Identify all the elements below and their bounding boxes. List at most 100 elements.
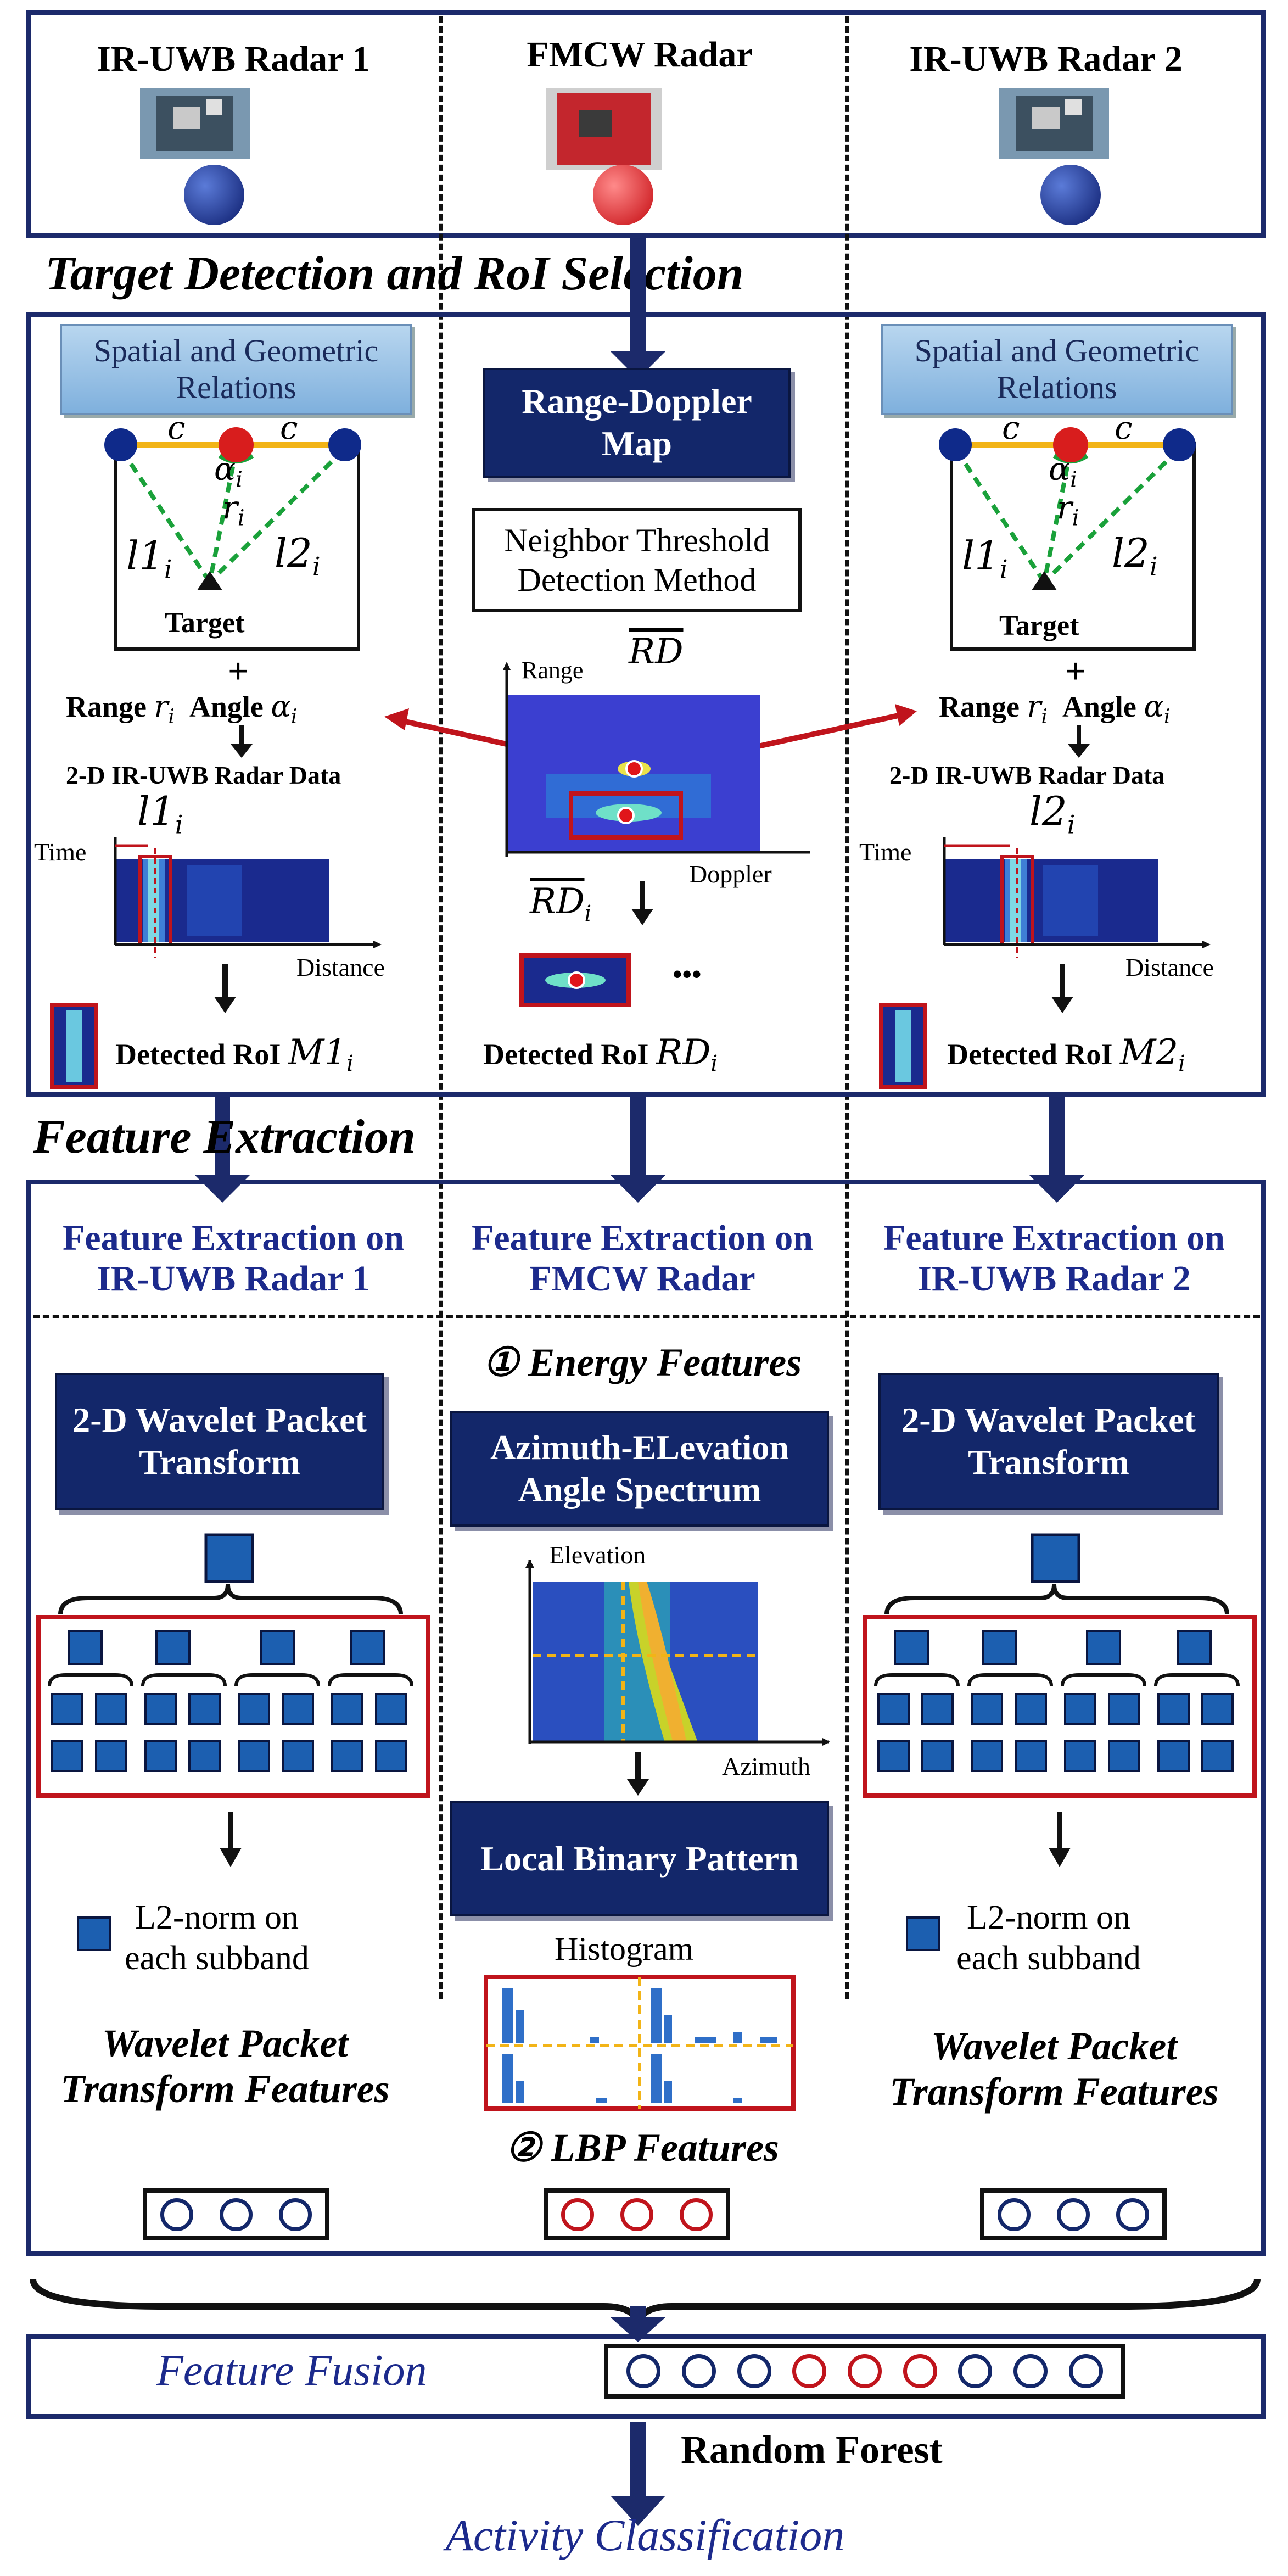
l2norm-label-left: L2-norm on each subband (125, 1899, 309, 1977)
label-r: ri (222, 489, 245, 531)
label-c: c (1002, 409, 1020, 446)
label-l2: l2i (1112, 530, 1158, 582)
detected-roi-thumb-right (879, 1003, 927, 1089)
down-arrow (1068, 725, 1090, 758)
activity-classification-title: Activity Classification (445, 2510, 845, 2560)
random-forest-label: Random Forest (681, 2428, 943, 2472)
l2norm-label-right: L2-norm on each subband (956, 1899, 1141, 1977)
down-arrow (1049, 1812, 1071, 1867)
wpt-features-label-right: Wavelet Packet Transform Features (889, 2024, 1219, 2114)
feature-dot (626, 2354, 661, 2388)
neighbor-threshold-box: Neighbor Threshold Detection Method (472, 508, 802, 612)
label-c: c (280, 409, 298, 446)
feature-dot (1068, 2354, 1103, 2388)
wavelet-transform-box-left: 2-D Wavelet Packet Transform (55, 1373, 384, 1510)
wavelet-tree-left (36, 1533, 430, 1798)
feature-title-center: Feature Extraction on FMCW Radar (471, 1218, 813, 1299)
geometry-relations-box-right: Spatial and Geometric Relations (881, 324, 1233, 415)
wpt-features-label-left: Wavelet Packet Transform Features (60, 2021, 390, 2111)
feature-dot (279, 2198, 312, 2231)
local-binary-pattern-box: Local Binary Pattern (450, 1801, 829, 1916)
feature-dot (160, 2198, 193, 2231)
azimuth-axis-label: Azimuth (722, 1752, 810, 1780)
feature-dot (1057, 2198, 1090, 2231)
feature-dot (847, 2354, 882, 2388)
radar-hardware-frame (26, 10, 1266, 238)
uwb-radar-marker-left (184, 165, 244, 225)
label-l2: l2i (275, 530, 321, 582)
geometry-diagram-left (104, 427, 361, 590)
lbp-feature-vector (544, 2188, 730, 2240)
range-doppler-plot (503, 662, 810, 857)
uwb-data-plot-right (943, 837, 1211, 958)
distance-axis-label-left: Distance (296, 953, 385, 981)
feature-dot (1116, 2198, 1149, 2231)
section-title-target-detection: Target Detection and RoI Selection (45, 247, 744, 300)
histogram-label: Histogram (555, 1931, 694, 1967)
range-angle-left: Range ri Angle αi (66, 689, 298, 728)
feature-dot (1013, 2354, 1048, 2388)
down-arrow (214, 964, 236, 1013)
header-divider (33, 1315, 1260, 1318)
radar-title-center: FMCW Radar (527, 35, 753, 75)
down-arrow (631, 881, 653, 925)
subband-square-left (77, 1916, 111, 1951)
column-divider (845, 16, 849, 1999)
plus-sign-left: + (228, 651, 249, 691)
label-l1: l1i (126, 533, 172, 584)
uwb-data-title-right: 2-D IR-UWB Radar Data (889, 761, 1165, 789)
down-arrow (220, 1812, 242, 1867)
feature-dot (903, 2354, 937, 2388)
section-title-feature-extraction: Feature Extraction (33, 1110, 416, 1164)
distance-axis-label-right: Distance (1125, 953, 1214, 981)
label-c: c (1115, 409, 1133, 446)
feature-dot (998, 2198, 1031, 2231)
down-arrow (231, 725, 253, 758)
label-l2-marker: l2i (1029, 788, 1076, 840)
detected-roi-thumb-center (519, 953, 631, 1007)
fmcw-radar-marker (593, 165, 653, 225)
geometry-relations-box-left: Spatial and Geometric Relations (60, 324, 412, 415)
feature-title-right: Feature Extraction on IR-UWB Radar 2 (883, 1218, 1225, 1299)
range-angle-right: Range ri Angle αi (939, 689, 1171, 728)
energy-features-label: ① Energy Features (483, 1340, 802, 1384)
radar-title-right: IR-UWB Radar 2 (909, 39, 1183, 79)
feature-dot (561, 2198, 594, 2231)
lbp-histogram (484, 1975, 796, 2111)
fused-feature-vector (604, 2344, 1125, 2399)
radar-title-left: IR-UWB Radar 1 (97, 39, 370, 79)
down-arrow (627, 1752, 649, 1796)
down-arrow (1051, 964, 1073, 1013)
detected-roi-center: Detected RoI RDi (483, 1032, 718, 1076)
wavelet-tree-right (863, 1533, 1257, 1798)
angle-spectrum-plot (525, 1560, 830, 1746)
range-doppler-map-box: Range-Doppler Map (483, 368, 791, 478)
wpt-feature-vector-right (980, 2188, 1167, 2240)
feature-extraction-frame (26, 1180, 1266, 2256)
label-r: ri (1057, 489, 1079, 531)
elevation-axis-label: Elevation (549, 1541, 646, 1569)
label-l1: l1i (962, 533, 1008, 584)
target-detection-frame (26, 312, 1266, 1097)
doppler-axis-label: Doppler (689, 860, 772, 888)
uwb-radar-board-left (140, 88, 250, 159)
wavelet-transform-box-right: 2-D Wavelet Packet Transform (878, 1373, 1219, 1510)
uwb-radar-marker-right (1040, 165, 1101, 225)
lbp-features-label: ② LBP Features (506, 2126, 779, 2170)
plus-sign-right: + (1065, 651, 1086, 691)
detected-roi-left: Detected RoI M1i (115, 1032, 354, 1076)
azimuth-elevation-box: Azimuth-ELevation Angle Spectrum (450, 1411, 829, 1527)
feature-dot (620, 2198, 653, 2231)
range-axis-label: Range (522, 657, 584, 684)
label-alpha: αi (214, 450, 243, 493)
time-axis-label-right: Time (859, 838, 912, 866)
uwb-data-plot-left (114, 837, 382, 958)
feature-dot (681, 2354, 716, 2388)
wpt-feature-vector-left (143, 2188, 329, 2240)
label-alpha: αi (1049, 450, 1077, 493)
feature-dot (737, 2354, 771, 2388)
feature-fusion-title: Feature Fusion (156, 2346, 427, 2395)
rd-bar-label: RD (629, 632, 684, 672)
detected-roi-thumb-left (50, 1003, 98, 1089)
feature-dot (220, 2198, 253, 2231)
